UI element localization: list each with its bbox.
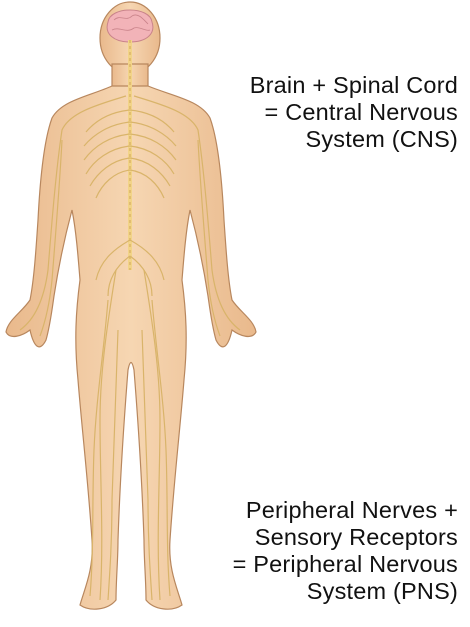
pns-caption-line: System (PNS) <box>306 578 458 604</box>
body-outline <box>5 85 257 610</box>
cns-caption-line: Brain + Spinal Cord <box>249 72 458 98</box>
pns-caption-line: Peripheral Nerves + <box>245 497 458 523</box>
pns-caption-line: = Peripheral Nervous <box>232 551 458 577</box>
cns-caption-line: System (CNS) <box>305 126 458 152</box>
peripheral-nerves <box>19 95 241 601</box>
cns-caption-line: = Central Nervous <box>264 99 458 125</box>
brain <box>106 9 154 43</box>
pns-caption: Peripheral Nerves + Sensory Receptors = … <box>233 497 458 605</box>
pns-caption-line: Sensory Receptors <box>254 524 458 550</box>
cns-caption: Brain + Spinal Cord = Central Nervous Sy… <box>250 72 458 153</box>
